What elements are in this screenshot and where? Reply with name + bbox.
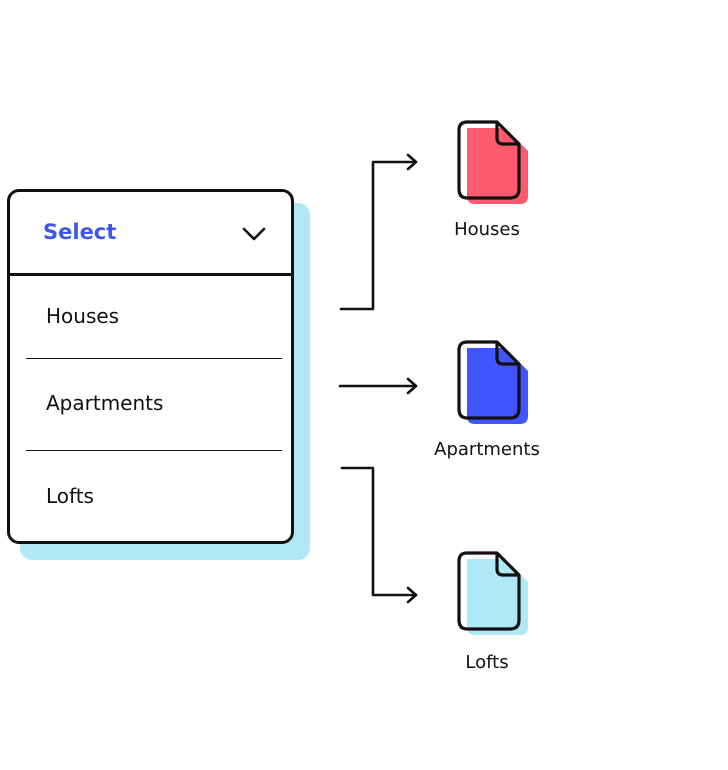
document-icon <box>457 120 528 204</box>
file-target-houses: Houses <box>417 118 557 248</box>
document-icon <box>457 551 528 635</box>
arrow-to-lofts <box>340 466 418 597</box>
divider <box>26 358 282 359</box>
arrow-head-houses <box>406 153 418 171</box>
file-label-lofts: Lofts <box>465 652 509 673</box>
arrow-to-houses <box>339 160 418 311</box>
chevron-down-icon <box>242 227 266 241</box>
dropdown-option-label: Lofts <box>46 484 94 508</box>
dropdown-option-label: Houses <box>46 304 120 328</box>
file-label-houses: Houses <box>454 219 520 240</box>
divider <box>26 450 282 451</box>
dropdown-option-apartments[interactable]: Apartments <box>24 360 282 451</box>
arrow-head-apartments <box>406 377 418 395</box>
arrow-head-lofts <box>406 586 418 604</box>
dropdown-menu: Select Houses Apartments Lofts <box>7 189 294 544</box>
dropdown-select-label: Select <box>43 220 117 244</box>
document-icon <box>457 340 528 424</box>
file-target-apartments: Apartments <box>417 338 557 468</box>
file-target-lofts: Lofts <box>417 549 557 679</box>
dropdown-option-houses[interactable]: Houses <box>24 276 282 360</box>
file-label-apartments: Apartments <box>434 439 540 460</box>
dropdown-select-button[interactable]: Select <box>10 192 291 276</box>
dropdown-option-lofts[interactable]: Lofts <box>24 451 282 541</box>
dropdown-option-label: Apartments <box>46 391 164 415</box>
